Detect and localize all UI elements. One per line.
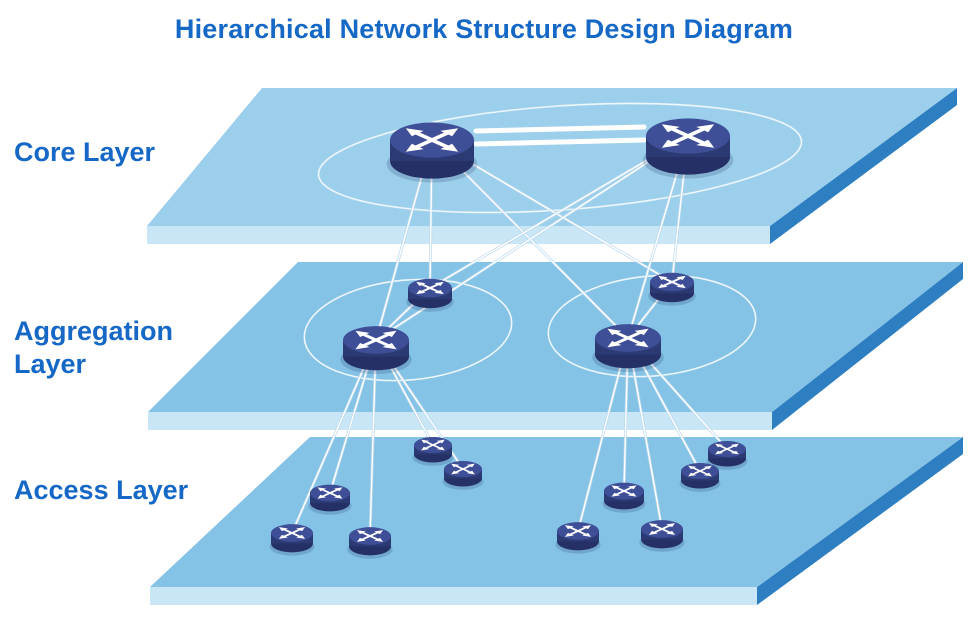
- slab-aggregation-top: [148, 262, 963, 412]
- access-switch-1-switch-icon: [412, 437, 454, 466]
- trunk-link: [473, 124, 647, 147]
- diagram-title: Hierarchical Network Structure Design Di…: [174, 14, 794, 44]
- slab-access-front: [150, 587, 757, 605]
- core-router-2-router-icon: [642, 118, 734, 179]
- slab-core: [147, 88, 957, 244]
- slab-core-side: [770, 88, 957, 244]
- agg-switch-right-switch-icon: [592, 324, 664, 373]
- core-trunk-bar-2: [473, 137, 647, 147]
- access-switch-7-switch-icon: [679, 463, 721, 492]
- aggregation-left-cluster-ellipse: [303, 278, 513, 382]
- access-switch-4-switch-icon: [269, 524, 315, 556]
- core-router-1-router-icon: [386, 122, 478, 183]
- link-core-router-2--agg-switch-top-left: [429, 135, 689, 289]
- access-switch-3-switch-icon: [308, 484, 352, 515]
- access-switch-9-switch-icon: [555, 522, 601, 554]
- core-trunk-bar-1: [473, 124, 647, 134]
- link-agg-switch-right--access-switch-10: [627, 337, 663, 530]
- aggregation-layer-label: Aggregation Layer: [14, 316, 173, 379]
- access-switch-2-switch-icon: [442, 461, 484, 490]
- slab-core-front: [147, 226, 770, 244]
- agg-switch-top-right-switch-icon: [648, 272, 696, 306]
- slab-aggregation: [148, 262, 963, 430]
- devices-layer: [269, 118, 748, 559]
- access-switch-5-switch-icon: [347, 527, 393, 559]
- link-agg-switch-left--access-switch-4: [291, 339, 377, 534]
- slab-core-top: [147, 88, 957, 226]
- access-layer-label: Access Layer: [14, 475, 189, 505]
- link-agg-switch-right--access-switch-9: [577, 337, 629, 532]
- slab-aggregation-front: [148, 412, 772, 430]
- slab-access: [150, 437, 963, 605]
- link-agg-switch-left--access-switch-5: [369, 339, 377, 537]
- slab-aggregation-side: [772, 262, 963, 430]
- access-switch-6-switch-icon: [706, 441, 748, 470]
- agg-switch-top-left-switch-icon: [406, 278, 454, 312]
- slab-access-side: [757, 437, 963, 605]
- access-switch-8-switch-icon: [602, 482, 646, 513]
- core-layer-label: Core Layer: [14, 137, 156, 167]
- access-switch-10-switch-icon: [639, 520, 685, 552]
- agg-switch-left-switch-icon: [340, 326, 412, 375]
- slab-access-top: [150, 437, 963, 587]
